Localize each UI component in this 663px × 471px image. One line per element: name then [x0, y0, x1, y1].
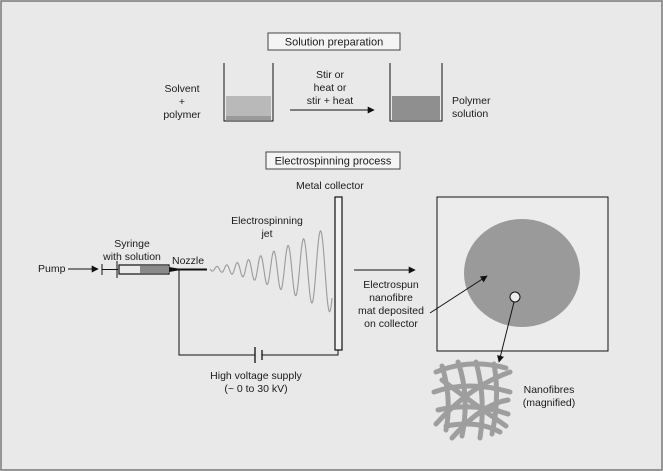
process-label-line1: Stir or	[316, 69, 345, 81]
section-box-electrospinning	[265, 151, 401, 170]
process-label-line2: heat or	[314, 82, 347, 94]
nanofibres-label-line1: Nanofibres	[524, 384, 575, 396]
electrospinning-jet	[209, 229, 333, 313]
mat-label-line2: nanofibre	[369, 292, 413, 304]
nanofibres-label-line2: (magnified)	[523, 397, 576, 409]
solvent-label-line2: +	[179, 96, 185, 108]
jet-label-line2: jet	[260, 228, 272, 240]
polymer-solution-label-line1: Polymer	[452, 95, 491, 107]
circuit-wire	[178, 269, 339, 356]
process-label-line3: stir + heat	[307, 95, 353, 107]
solvent-label-line3: polymer	[163, 109, 201, 121]
nanofibres-magnified	[431, 359, 513, 441]
syringe-label-line1: Syringe	[114, 238, 150, 250]
magnify-arrow	[497, 301, 515, 363]
voltage-label-line2: (~ 0 to 30 kV)	[224, 383, 287, 395]
solvent-label-line1: Solvent	[164, 83, 199, 95]
mat-label-line1: Electrospun	[363, 279, 419, 291]
syringe	[101, 261, 178, 278]
section-box-preparation	[267, 32, 401, 51]
polymer-solution-label-line2: solution	[452, 108, 488, 120]
syringe-label-line2: with solution	[102, 251, 161, 263]
beaker-polymer-solution	[389, 63, 443, 122]
mat-label-line3: mat deposited	[358, 305, 424, 317]
mat-pointer	[429, 275, 488, 314]
section-title-preparation: Solution preparation	[285, 37, 383, 49]
beaker-solvent	[223, 63, 274, 122]
collector-label: Metal collector	[296, 180, 364, 192]
pump-label: Pump	[38, 263, 66, 275]
magnify-circle	[509, 291, 521, 303]
nanofibre-mat	[464, 219, 580, 327]
nozzle-label: Nozzle	[172, 255, 204, 267]
mat-label-line4: on collector	[364, 318, 418, 330]
jet-label-line1: Electrospinning	[231, 215, 303, 227]
voltage-label-line1: High voltage supply	[210, 370, 302, 382]
section-title-electrospinning: Electrospinning process	[275, 156, 392, 168]
metal-collector	[334, 196, 343, 351]
